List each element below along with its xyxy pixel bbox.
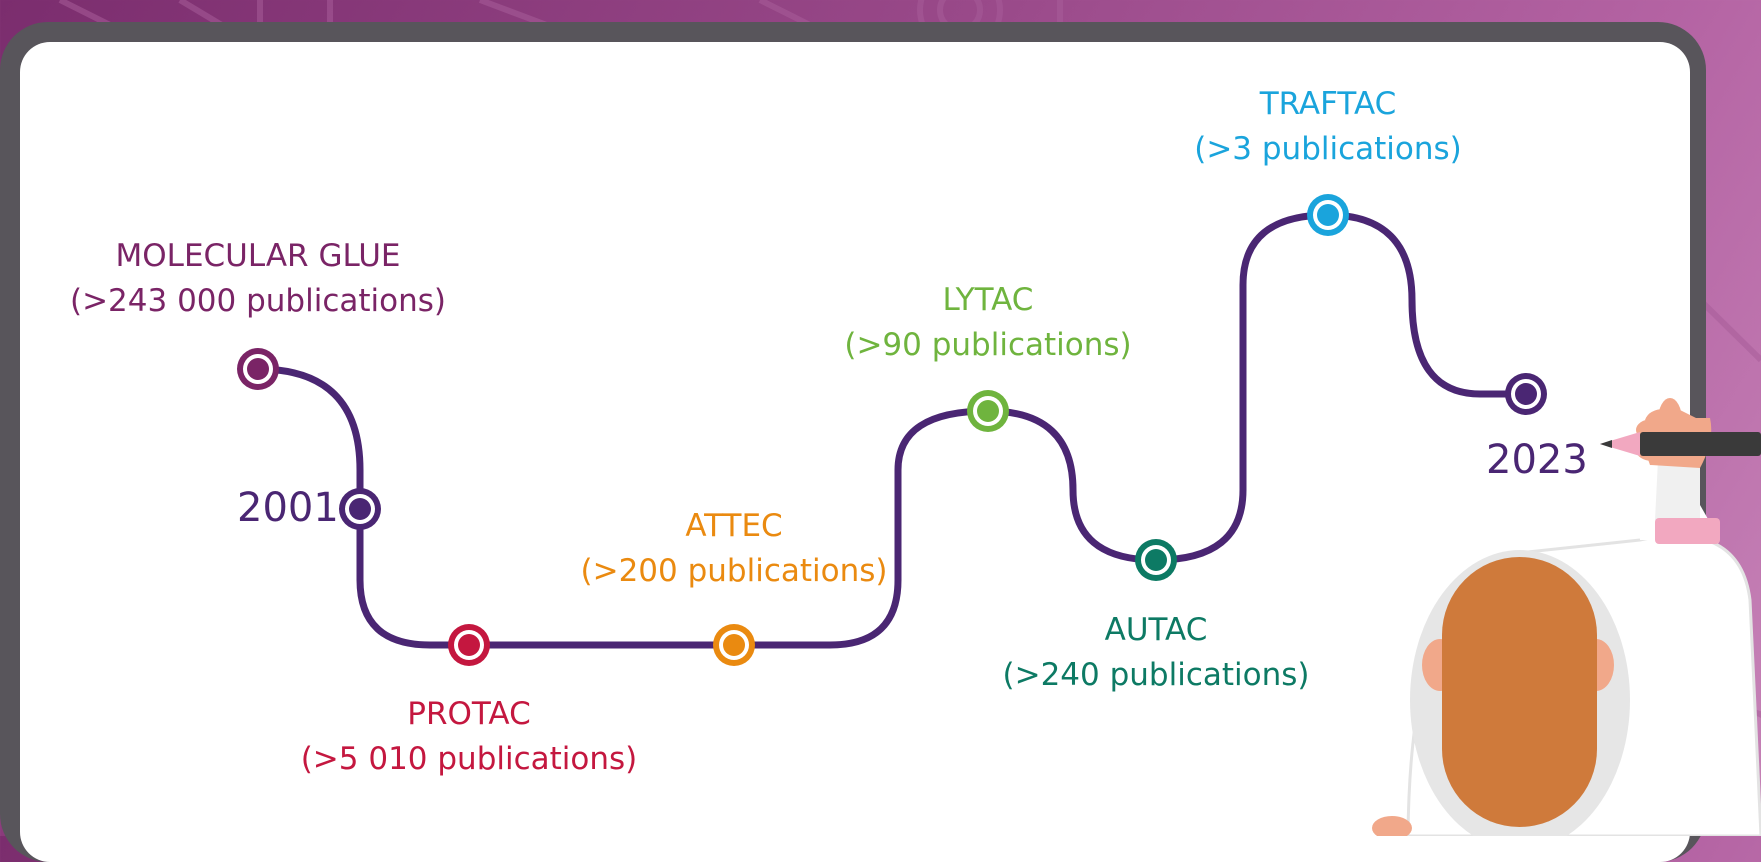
milestone-name: ATTEC [685, 508, 783, 544]
node-molecular-glue [237, 348, 279, 390]
milestone-label-lytac: LYTAC (>90 publications) [844, 278, 1131, 368]
milestone-count: (>5 010 publications) [300, 741, 638, 777]
milestone-name: TRAFTAC [1259, 86, 1397, 122]
node-2023 [1505, 373, 1547, 415]
milestone-label-molecular-glue: MOLECULAR GLUE (>243 000 publications) [70, 234, 446, 324]
milestone-count: (>200 publications) [580, 553, 888, 589]
milestone-name: MOLECULAR GLUE [115, 238, 401, 274]
milestone-label-protac: PROTAC (>5 010 publications) [301, 692, 638, 782]
milestone-label-attec: ATTEC (>200 publications) [581, 504, 888, 594]
milestone-count: (>243 000 publications) [69, 283, 447, 319]
milestone-count: (>3 publications) [1194, 131, 1462, 167]
milestone-name: AUTAC [1104, 612, 1208, 648]
node-autac [1135, 539, 1177, 581]
milestone-count: (>240 publications) [1002, 657, 1310, 693]
year-end-label: 2023 [1486, 437, 1588, 483]
node-attec [713, 624, 755, 666]
milestone-count: (>90 publications) [844, 327, 1132, 363]
timeline-diagram [237, 194, 1761, 836]
year-start-label: 2001 [237, 485, 339, 531]
milestone-label-autac: AUTAC (>240 publications) [1003, 608, 1310, 698]
milestone-name: PROTAC [407, 696, 531, 732]
node-traftac [1307, 194, 1349, 236]
node-lytac [967, 390, 1009, 432]
pen-icon [1600, 432, 1761, 456]
node-2001 [339, 488, 381, 530]
timeline-path [254, 211, 1530, 649]
milestone-label-traftac: TRAFTAC (>3 publications) [1194, 82, 1462, 172]
node-protac [448, 624, 490, 666]
milestone-name: LYTAC [942, 282, 1034, 318]
